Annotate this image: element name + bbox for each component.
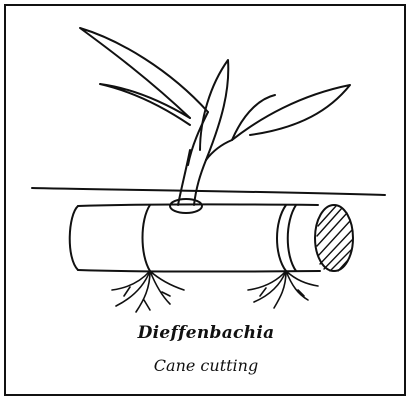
roots-right — [248, 271, 318, 308]
leaf — [232, 85, 350, 140]
cane-stem — [70, 204, 353, 271]
propagation-method-caption: Cane cutting — [0, 356, 412, 375]
node-ring — [288, 205, 296, 271]
roots-left — [112, 271, 184, 312]
node-ring — [143, 205, 151, 271]
cut-face-hatching — [317, 206, 352, 271]
node-ring — [277, 205, 286, 271]
leaf — [80, 28, 208, 125]
soil-line — [32, 188, 385, 195]
plant-name-caption: Dieffenbachia — [0, 323, 412, 343]
